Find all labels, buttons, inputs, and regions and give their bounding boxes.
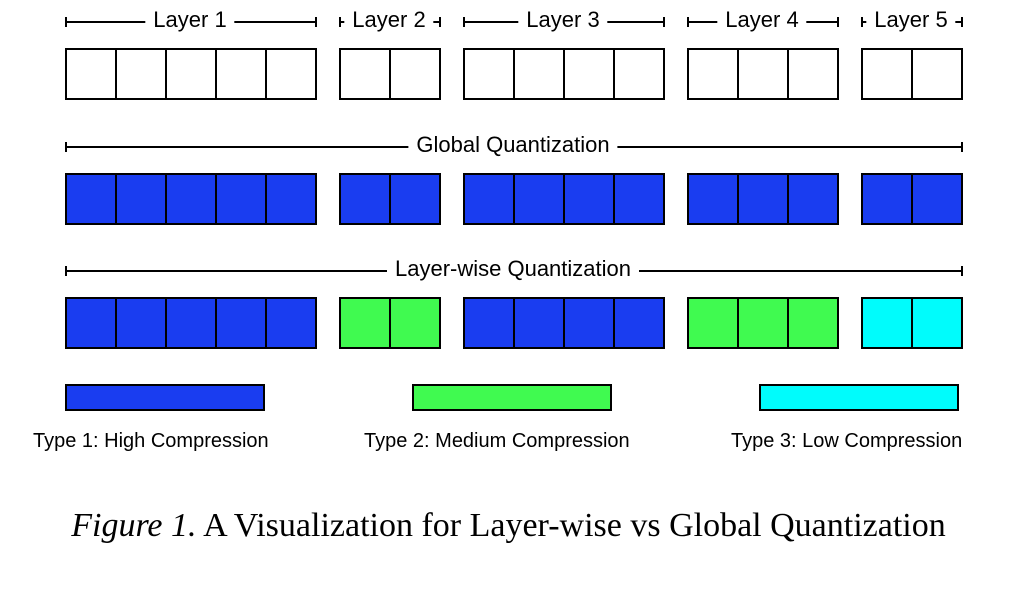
- layer-wise-layer4-cell: [737, 297, 789, 349]
- unquantized-layer1-cell: [215, 48, 267, 100]
- caption-prefix: Figure 1.: [71, 507, 197, 544]
- layer-wise-layer4-cell: [787, 297, 839, 349]
- layer-wise-layer1-cell: [115, 297, 167, 349]
- layer-wise-layer3-cell: [613, 297, 665, 349]
- unquantized-layer1-cell: [65, 48, 117, 100]
- unquantized-layer3-cell: [563, 48, 615, 100]
- unquantized-layer1-cell: [165, 48, 217, 100]
- global-layer4-cell: [737, 173, 789, 225]
- layer-wise-layer1-cell: [65, 297, 117, 349]
- layer-wise-label: Layer-wise Quantization: [386, 256, 640, 282]
- unquantized-layer3-cell: [613, 48, 665, 100]
- global-layer5-cell: [861, 173, 913, 225]
- layer-label: Layer 4: [717, 7, 807, 33]
- legend-label-type2: Type 2: Medium Compression: [364, 430, 630, 452]
- global-layer1-cell: [265, 173, 317, 225]
- caption-text: A Visualization for Layer-wise vs Global…: [196, 507, 946, 544]
- layer-wise-layer2-cell: [389, 297, 441, 349]
- unquantized-layer1-cell: [115, 48, 167, 100]
- legend-swatch-type2: [412, 384, 612, 411]
- unquantized-layer5-cell: [911, 48, 963, 100]
- layer-label: Layer 3: [518, 7, 608, 33]
- layer-wise-layer5-cell: [911, 297, 963, 349]
- layer-label: Layer 5: [866, 7, 956, 33]
- global-layer3-cell: [513, 173, 565, 225]
- legend-label-type3: Type 3: Low Compression: [731, 430, 963, 452]
- layer-label: Layer 1: [145, 7, 235, 33]
- quantization-diagram: Layer 1 Layer 2 Layer 3 Layer 4 Layer 5 Globa…: [33, 7, 963, 452]
- legend-swatch-type1: [65, 384, 265, 411]
- layer-wise-layer3-cell: [563, 297, 615, 349]
- unquantized-layer4-cell: [787, 48, 839, 100]
- layer-wise-layer5-cell: [861, 297, 913, 349]
- global-layer4-cell: [787, 173, 839, 225]
- unquantized-layer2-cell: [389, 48, 441, 100]
- global-layer2-cell: [339, 173, 391, 225]
- unquantized-layer1-cell: [265, 48, 317, 100]
- global-layer5-cell: [911, 173, 963, 225]
- global-layer2-cell: [389, 173, 441, 225]
- unquantized-layer3-cell: [463, 48, 515, 100]
- unquantized-layer5-cell: [861, 48, 913, 100]
- layer-wise-layer2-cell: [339, 297, 391, 349]
- legend-swatch-type3: [759, 384, 959, 411]
- global-layer1-cell: [215, 173, 267, 225]
- global-layer4-cell: [687, 173, 739, 225]
- layer-wise-layer1-cell: [265, 297, 317, 349]
- global-label: Global Quantization: [408, 132, 618, 158]
- figure-caption: Figure 1. A Visualization for Layer-wise…: [0, 506, 1017, 546]
- global-layer1-cell: [165, 173, 217, 225]
- unquantized-layer4-cell: [687, 48, 739, 100]
- global-layer3-cell: [563, 173, 615, 225]
- layer-wise-layer1-cell: [165, 297, 217, 349]
- layer-wise-layer4-cell: [687, 297, 739, 349]
- layer-wise-layer3-cell: [513, 297, 565, 349]
- global-layer3-cell: [463, 173, 515, 225]
- layer-wise-layer3-cell: [463, 297, 515, 349]
- global-layer1-cell: [65, 173, 117, 225]
- legend-label-type1: Type 1: High Compression: [33, 430, 269, 452]
- layer-wise-layer1-cell: [215, 297, 267, 349]
- global-layer3-cell: [613, 173, 665, 225]
- unquantized-layer2-cell: [339, 48, 391, 100]
- unquantized-layer4-cell: [737, 48, 789, 100]
- unquantized-layer3-cell: [513, 48, 565, 100]
- global-layer1-cell: [115, 173, 167, 225]
- layer-label: Layer 2: [344, 7, 434, 33]
